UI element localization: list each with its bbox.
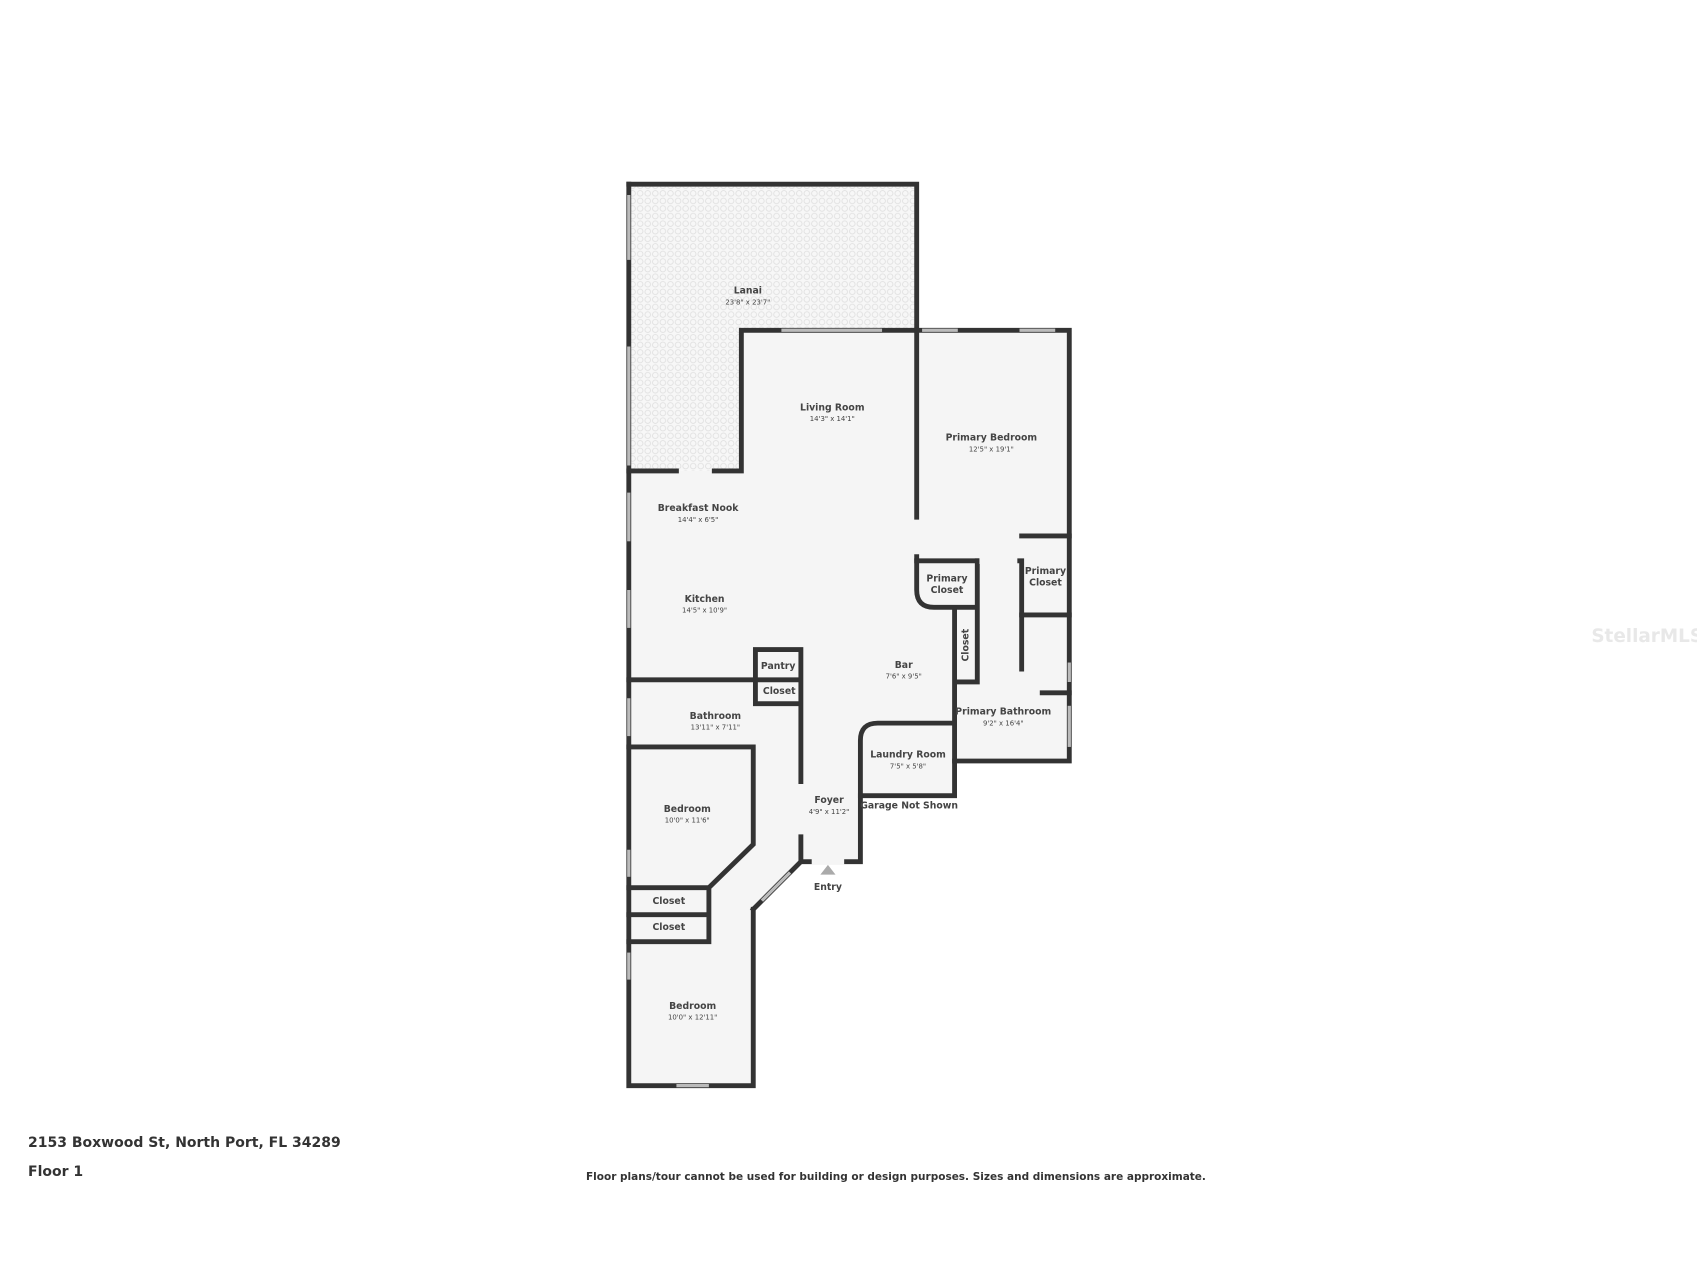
room-label-bedroom-1: Bedroom 10'0" x 11'6" (664, 804, 711, 825)
svg-text:13'11" x 7'11": 13'11" x 7'11" (691, 724, 740, 732)
svg-text:4'9" x 11'2": 4'9" x 11'2" (809, 808, 850, 816)
svg-text:Living Room: Living Room (800, 402, 865, 413)
room-label-closet-pantry: Closet (763, 686, 796, 697)
room-label-foyer: Foyer 4'9" x 11'2" (809, 795, 850, 816)
room-label-lanai: Lanai 23'8" x 23'7" (725, 285, 770, 306)
svg-text:9'2" x 16'4": 9'2" x 16'4" (983, 719, 1024, 727)
entry-arrow-icon (820, 864, 836, 875)
svg-text:Primary: Primary (926, 573, 967, 584)
svg-text:Primary Bathroom: Primary Bathroom (955, 706, 1051, 717)
room-label-kitchen: Kitchen 14'5" x 10'9" (682, 594, 727, 615)
room-label-living-room: Living Room 14'3" x 14'1" (800, 402, 865, 423)
svg-text:Lanai: Lanai (734, 285, 762, 296)
svg-text:7'5" x 5'8": 7'5" x 5'8" (890, 763, 926, 771)
svg-text:7'6" x 9'5": 7'6" x 9'5" (886, 673, 922, 681)
svg-text:14'4" x 6'5": 14'4" x 6'5" (678, 516, 719, 524)
svg-text:Breakfast Nook: Breakfast Nook (658, 503, 740, 514)
room-label-closet-b: Closet (652, 922, 685, 933)
room-label-bar: Bar 7'6" x 9'5" (886, 660, 922, 681)
svg-text:Kitchen: Kitchen (685, 594, 725, 605)
property-address: 2153 Boxwood St, North Port, FL 34289 (28, 1135, 341, 1151)
svg-text:Laundry Room: Laundry Room (870, 750, 946, 761)
svg-text:Bathroom: Bathroom (690, 711, 741, 722)
room-label-breakfast-nook: Breakfast Nook 14'4" x 6'5" (658, 503, 740, 524)
room-label-closet-a: Closet (652, 896, 685, 907)
svg-text:10'0" x 11'6": 10'0" x 11'6" (665, 817, 710, 825)
svg-text:12'5" x 19'1": 12'5" x 19'1" (969, 445, 1014, 453)
svg-text:23'8" x 23'7": 23'8" x 23'7" (725, 298, 770, 306)
entry-label: Entry (814, 882, 842, 893)
room-label-bedroom-2: Bedroom 10'0" x 12'11" (668, 1001, 717, 1022)
interior-floor (628, 330, 1070, 1086)
watermark-logo: StellarMLS (1591, 626, 1697, 647)
svg-text:Closet: Closet (931, 585, 964, 596)
room-label-bathroom: Bathroom 13'11" x 7'11" (690, 711, 741, 732)
room-label-pantry: Pantry (761, 661, 796, 672)
room-label-closet-vertical: Closet (961, 628, 972, 661)
floor-label: Floor 1 (28, 1164, 84, 1180)
svg-text:14'3" x 14'1": 14'3" x 14'1" (810, 415, 855, 423)
windows (627, 194, 1071, 1088)
svg-text:Primary Bedroom: Primary Bedroom (946, 433, 1038, 444)
svg-text:Bar: Bar (895, 660, 913, 671)
garage-note: Garage Not Shown (860, 801, 958, 812)
svg-text:Closet: Closet (1029, 578, 1062, 589)
svg-text:10'0" x 12'11": 10'0" x 12'11" (668, 1014, 717, 1022)
svg-text:Foyer: Foyer (814, 795, 844, 806)
svg-text:14'5" x 10'9": 14'5" x 10'9" (682, 607, 727, 615)
disclaimer: Floor plans/tour cannot be used for buil… (586, 1171, 1206, 1183)
svg-text:Bedroom: Bedroom (669, 1001, 716, 1012)
svg-text:Primary: Primary (1025, 566, 1066, 577)
svg-text:Bedroom: Bedroom (664, 804, 711, 815)
room-label-primary-bathroom: Primary Bathroom 9'2" x 16'4" (955, 706, 1051, 727)
walls (626, 181, 1072, 1089)
room-label-laundry-room: Laundry Room 7'5" x 5'8" (870, 750, 946, 771)
